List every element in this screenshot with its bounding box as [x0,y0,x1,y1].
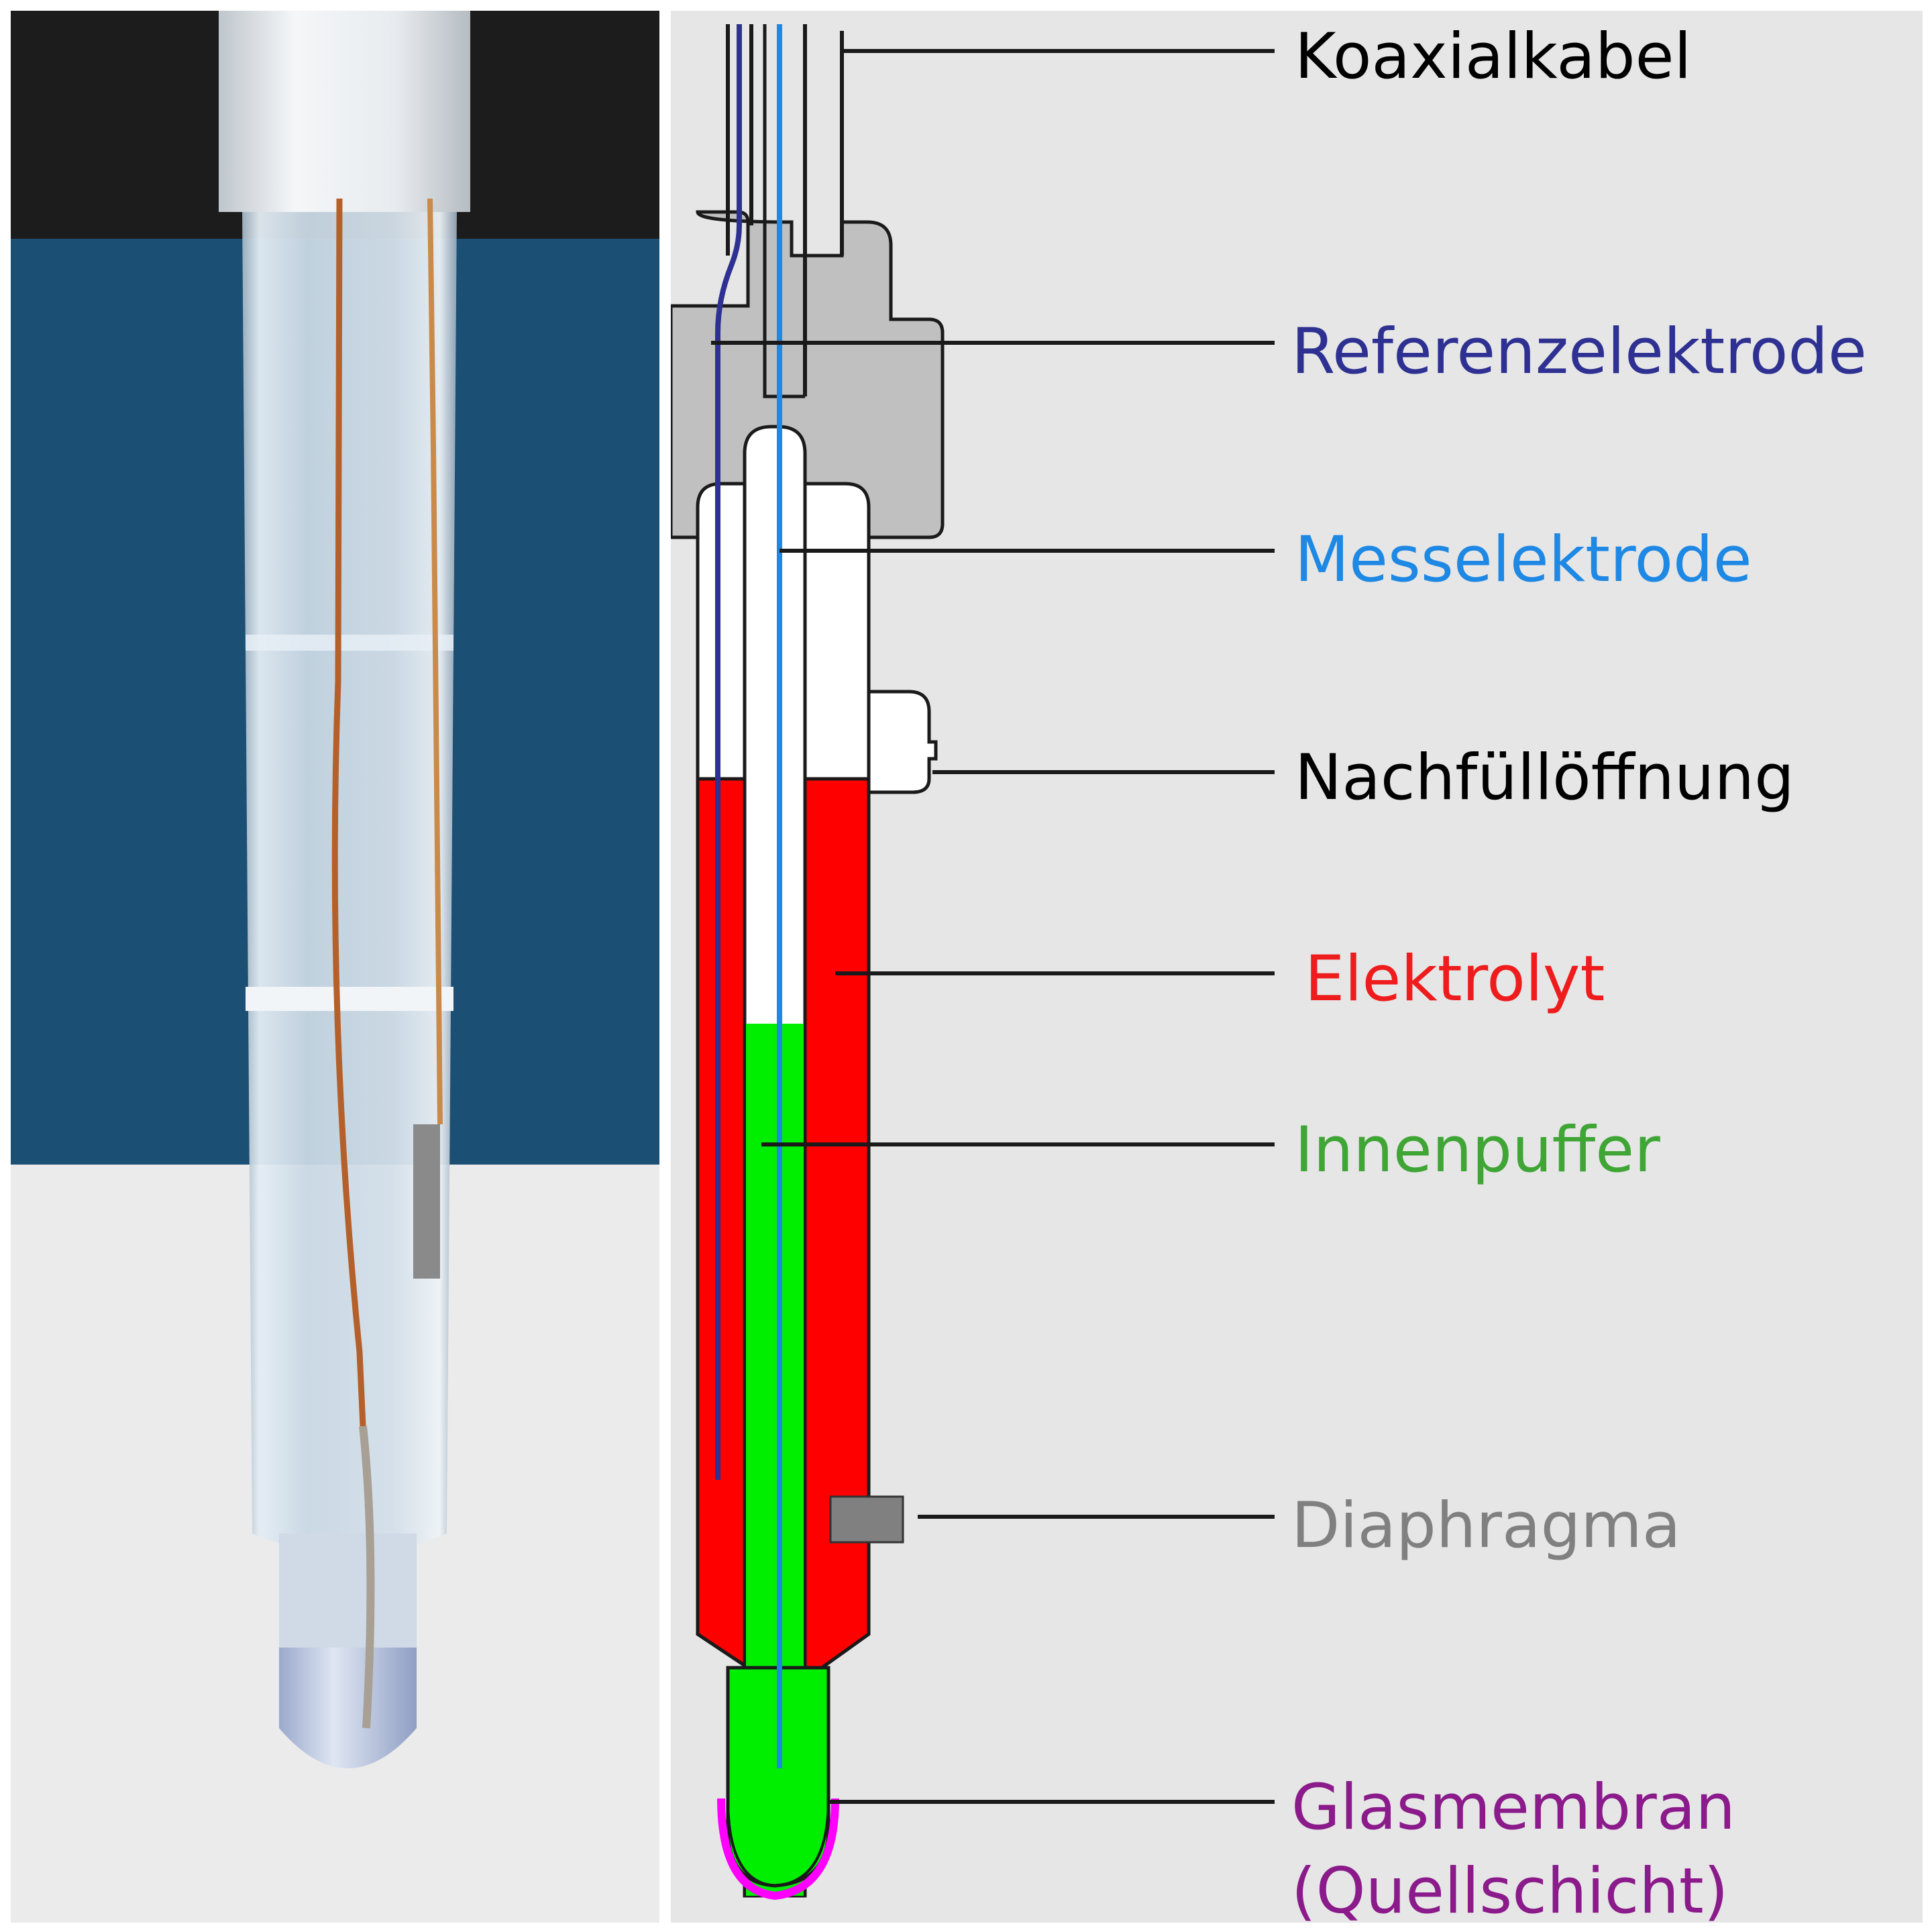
photo-coated-wire [359,1426,375,1729]
reference-wire [715,24,742,1480]
label-refill: Nachfüllöffnung [1295,741,1794,814]
membrane-layer [717,1798,839,1900]
photo-glass-tube [242,212,457,1554]
leader-lines [711,49,1275,1804]
photo-liquid-level [246,635,453,651]
photo-cap [219,11,470,212]
electrode-diagram: Koaxialkabel Referenzelektrode Messelekt… [671,11,1923,1923]
label-diaphragm: Diaphragma [1291,1489,1680,1562]
electrode-photo-drawing [11,11,659,1923]
electrode-diagram-drawing: Koaxialkabel Referenzelektrode Messelekt… [671,11,1923,1923]
photo-copper-wire-2 [427,198,443,1125]
label-membrane-line2: (Quellschicht) [1291,1855,1728,1923]
refill-opening [867,690,938,794]
measuring-housing [763,24,805,398]
photo-copper-wire-1 [331,198,366,1427]
electrode-photo [11,11,659,1923]
photo-bulb [279,1648,417,1768]
membrane-outline [727,1798,830,1888]
label-membrane-line1: Glasmembran [1291,1771,1735,1844]
label-coax: Koaxialkabel [1295,20,1692,93]
label-inner-buffer: Innenpuffer [1295,1114,1660,1187]
label-measuring: Messelektrode [1295,523,1752,596]
diaphragm [829,1495,904,1544]
photo-white-ring [246,987,453,1011]
photo-stem [279,1534,417,1654]
label-reference: Referenzelektrode [1291,315,1867,388]
photo-reference-element [413,1124,440,1279]
label-electrolyte: Elektrolyt [1305,943,1605,1016]
